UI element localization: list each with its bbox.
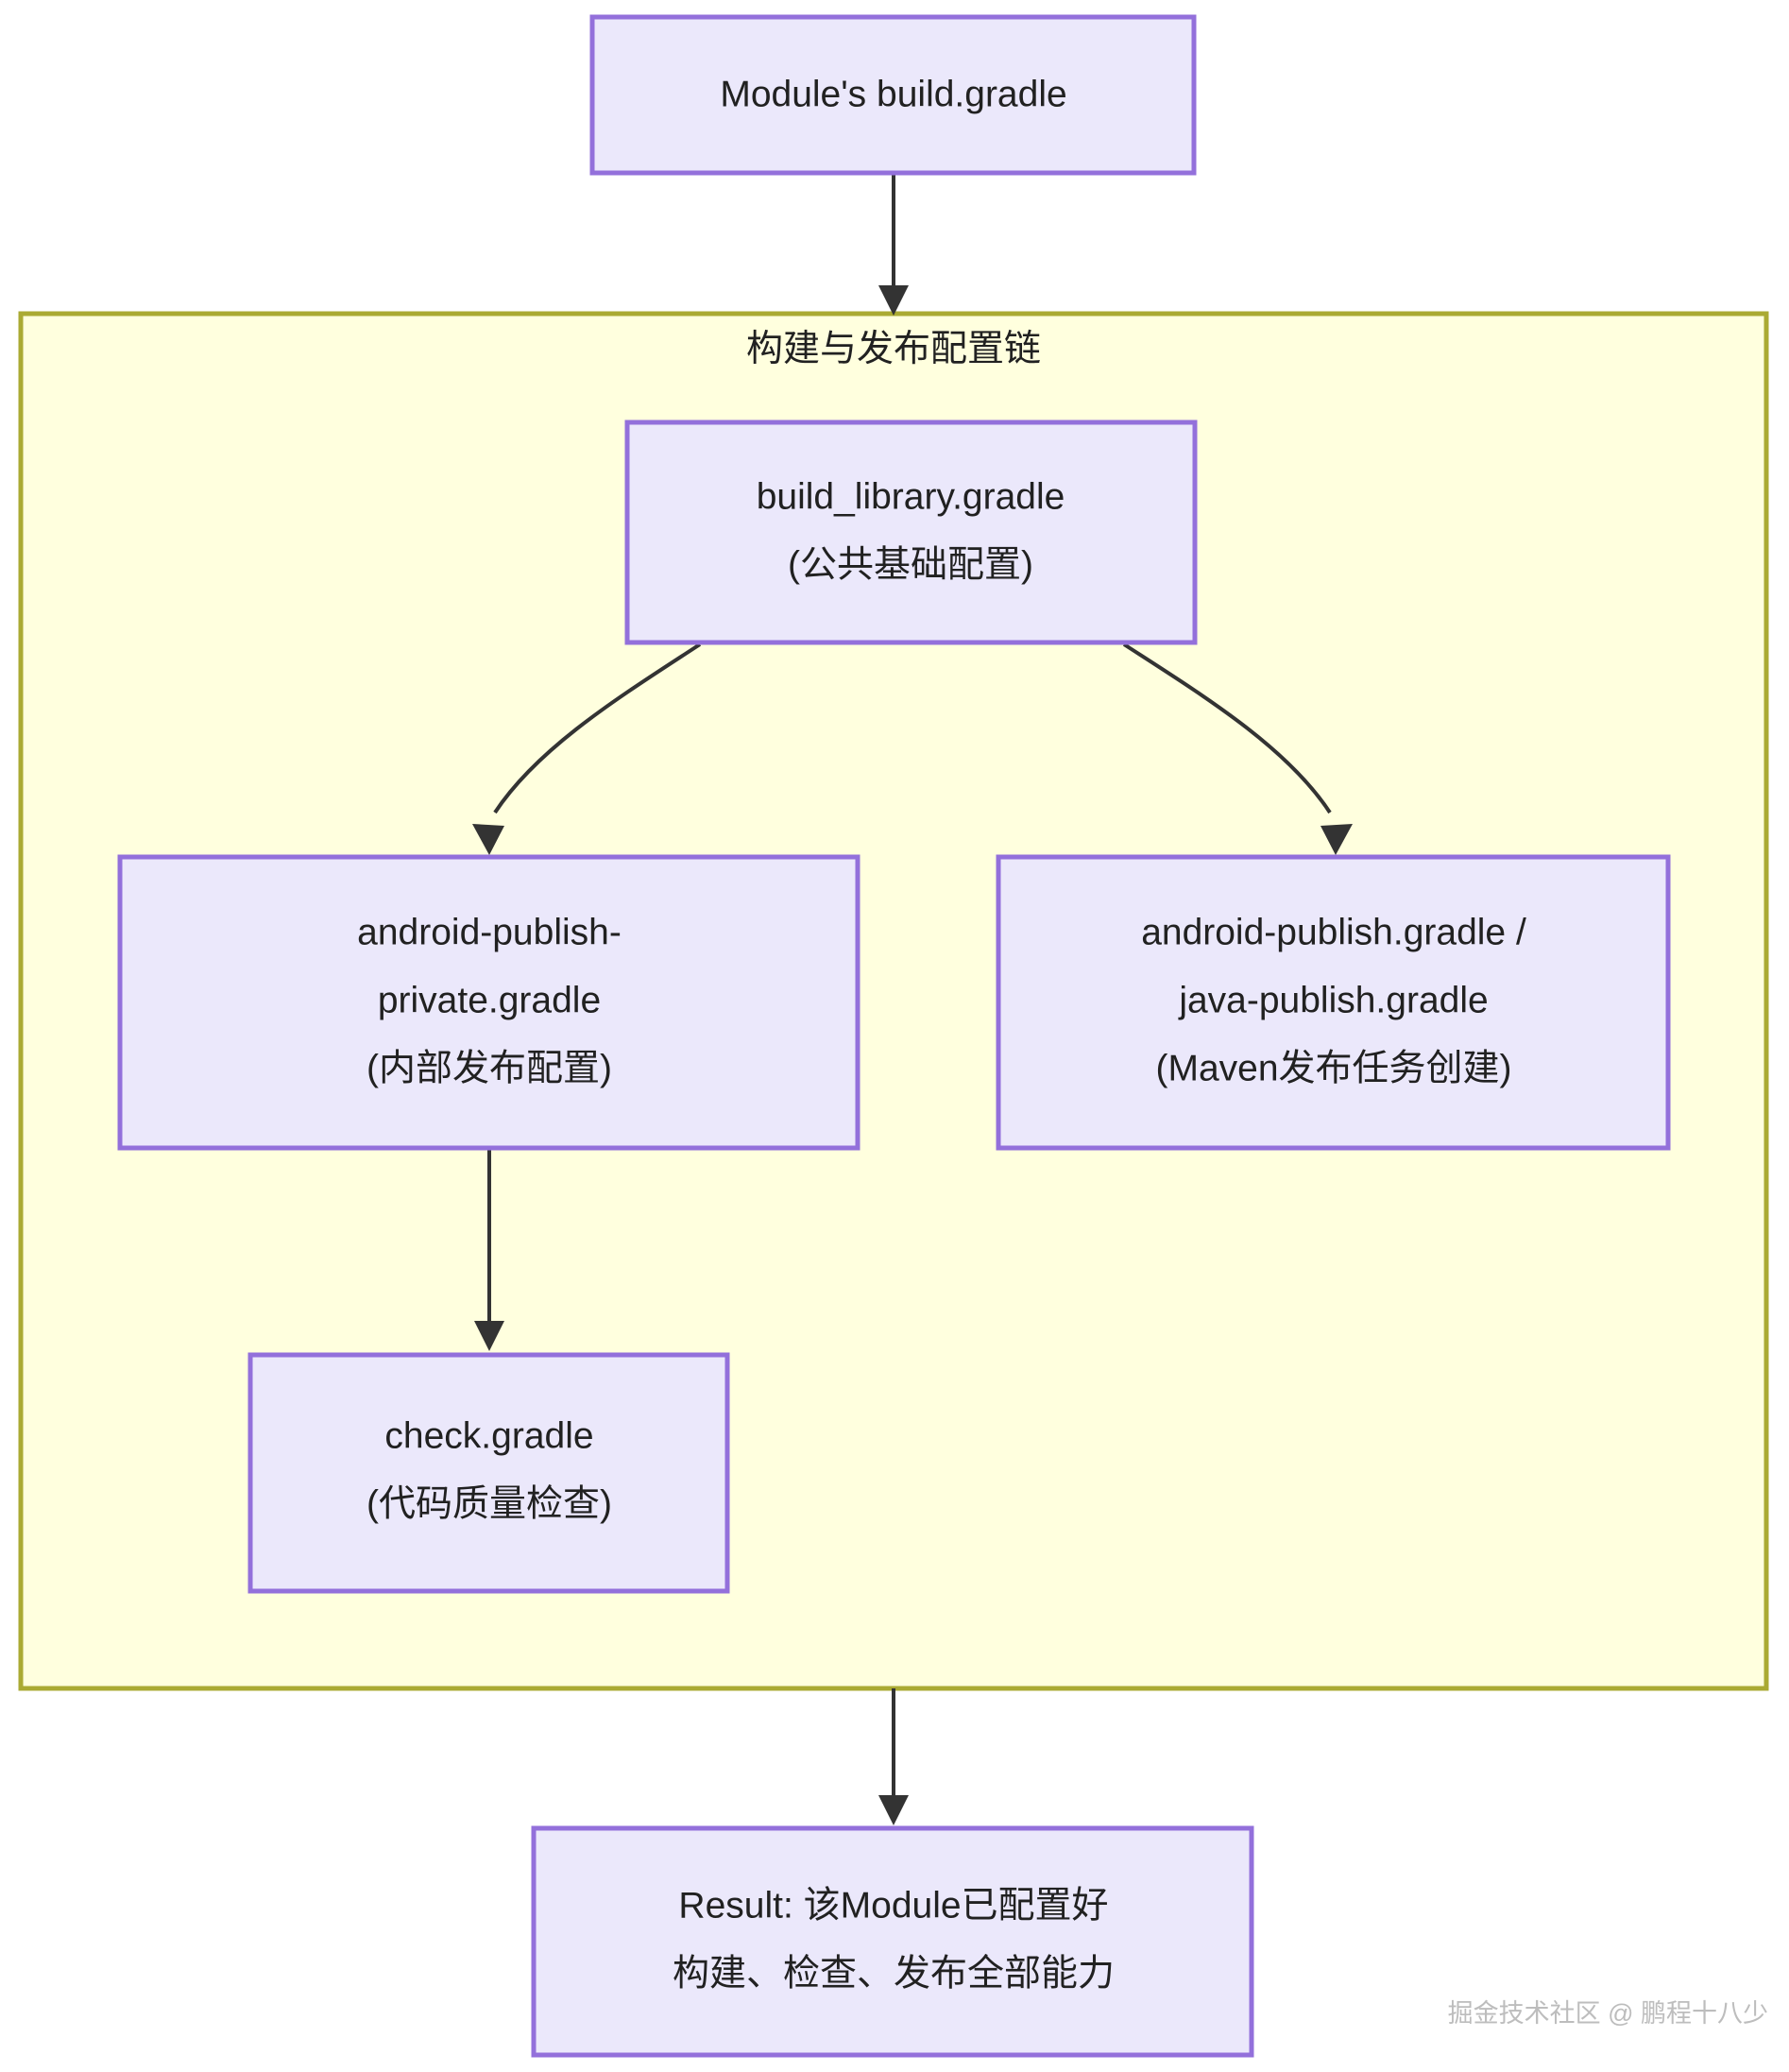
node-label-line-2: private.gradle (378, 980, 601, 1020)
edge-line (493, 642, 702, 814)
node-label-line-2: java-publish.gradle (1178, 980, 1488, 1020)
node-label-line-1: build_library.gradle (757, 476, 1065, 517)
node-check-gradle[interactable]: check.gradle (代码质量检查) (247, 1352, 730, 1594)
node-box[interactable] (117, 854, 860, 1151)
node-label-line-2: (代码质量检查) (366, 1483, 612, 1524)
arrow-head-icon (878, 285, 909, 316)
arrow-head-icon (1320, 824, 1353, 855)
node-module-build-gradle[interactable]: Module's build.gradle (589, 14, 1197, 176)
node-label-line-1: Module's build.gradle (720, 74, 1066, 114)
node-result[interactable]: Result: 该Module已配置好 构建、检查、发布全部能力 (531, 1825, 1254, 2058)
node-box[interactable] (996, 854, 1671, 1151)
node-android-publish-private[interactable]: android-publish- private.gradle (内部发布配置) (117, 854, 860, 1151)
edge-cluster-to-result (878, 1688, 909, 1825)
node-label-line-2: 构建、检查、发布全部能力 (673, 1953, 1115, 1994)
node-label-line-1: android-publish- (357, 912, 622, 952)
node-box[interactable] (589, 14, 1197, 176)
node-box[interactable] (247, 1352, 730, 1594)
arrow-head-icon (474, 1321, 504, 1351)
edge-buildlibrary-to-publish (1122, 642, 1353, 855)
watermark-text: 掘金技术社区 @ 鹏程十八少 (1448, 1999, 1768, 2028)
node-label-line-2: (公共基础配置) (788, 544, 1033, 585)
arrow-head-icon (472, 824, 504, 855)
edge-line (1122, 642, 1332, 814)
node-box[interactable] (531, 1825, 1254, 2058)
node-label-line-1: check.gradle (384, 1415, 593, 1456)
edge-module-to-cluster (878, 173, 909, 316)
edge-private-to-check (474, 1148, 504, 1351)
node-label-line-3: (Maven发布任务创建) (1155, 1048, 1511, 1088)
node-build-library-gradle[interactable]: build_library.gradle (公共基础配置) (624, 420, 1198, 645)
cluster-title: 构建与发布配置链 (746, 329, 1041, 369)
node-android-java-publish[interactable]: android-publish.gradle / java-publish.gr… (996, 854, 1671, 1151)
node-label-line-1: Result: 该Module已配置好 (678, 1885, 1108, 1926)
node-box[interactable] (624, 420, 1198, 645)
edge-buildlibrary-to-private (472, 642, 702, 855)
node-label-line-3: (内部发布配置) (366, 1048, 612, 1088)
node-label-line-1: android-publish.gradle / (1141, 912, 1526, 952)
arrow-head-icon (878, 1795, 909, 1825)
